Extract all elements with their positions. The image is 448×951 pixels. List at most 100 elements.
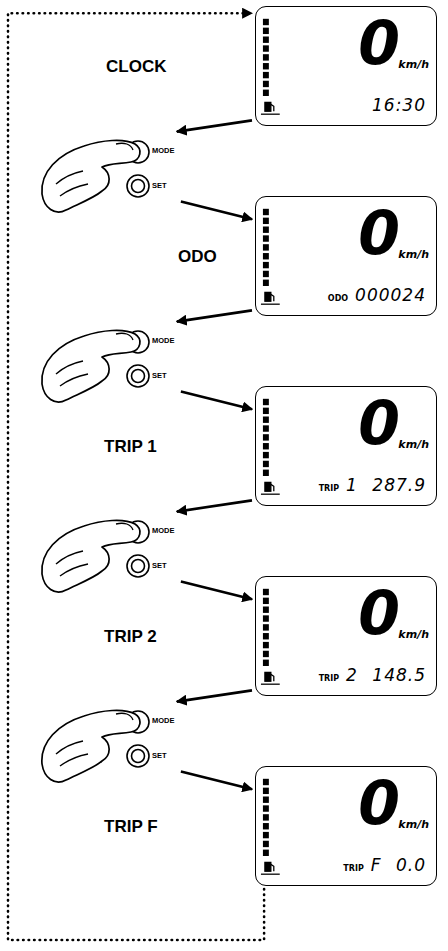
hand-outline [42,520,140,592]
mode-label: TRIP 1 [104,438,157,455]
flow-arrow [181,582,252,600]
set-button-inner [132,560,145,573]
mode-label: TRIP F [104,818,158,835]
bar-segment [263,443,269,449]
bar-segment [263,218,269,224]
bar-segment [263,19,269,25]
fuel-base [261,114,280,115]
flow-arrow [181,772,252,790]
bar-segment [263,63,269,69]
readout-value: 2 148.5 [346,667,426,684]
bar-segment [263,788,269,794]
bar-segment [263,262,269,268]
button-hand: MODE SET [38,512,178,598]
set-button [127,555,149,577]
speed-digit: 0 [358,13,400,73]
readout-row: ODO000024 [328,287,426,304]
bar-segment [263,651,269,657]
button-label: MODE [152,527,175,535]
lcd-display: 0km/hTRIP F 0.0 [255,766,437,886]
finger-line [56,551,83,564]
bar-segment [263,244,269,250]
finger-line [60,374,88,386]
finger-line [60,184,88,196]
bar-segment [263,832,269,838]
readout-row: TRIP 2 148.5 [319,667,426,684]
speed-unit: km/h [398,819,429,830]
button-hand: MODESET [38,322,178,408]
button-label: SET [152,182,167,190]
fuel-icon [261,102,280,114]
bar-segment [263,615,269,621]
fuel-icon [261,862,280,874]
finger-line [56,741,83,754]
bar-segment [263,461,269,467]
lcd-display: 0km/hTRIP2 148.5 [255,576,437,696]
set-button [127,365,149,387]
bar-segment [263,598,269,604]
button-label: SET [152,372,167,380]
hand-outline [42,330,140,402]
bar-segment [263,589,269,595]
bar-segment [263,417,269,423]
fuel-icon [261,672,280,684]
dotted-return-arrow [8,13,264,940]
button-label: MODE [152,717,175,725]
readout-value: 16:30 [372,97,426,114]
speed-unit: km/h [398,439,429,450]
fuel-base [261,304,280,305]
bar-segment [263,209,269,215]
bar-segment [263,72,269,78]
lcd-display: 0km/h16:30 [255,6,437,126]
bar-segment [263,425,269,431]
bar-segment [263,814,269,820]
bar-segment [263,81,269,87]
finger-line [56,361,83,374]
readout-row: TRIP F 0.0 [343,857,426,874]
flow-arrow [181,202,252,220]
bar-segment [263,841,269,847]
fuel-hose [271,674,274,681]
mode-label: CLOCK [106,58,166,75]
bar-segment [263,624,269,630]
fuel-hose [271,484,274,491]
fuel-hose [271,294,274,301]
readout-mode: TRIP [343,865,363,873]
readout-value: 000024 [355,287,426,304]
hand-outline [42,710,140,782]
speed-unit: km/h [398,629,429,640]
mode-label: ODO [178,248,217,265]
button-label: MODE [152,147,175,155]
finger-line [60,754,88,766]
bar-segment [263,235,269,241]
bar-segment [263,797,269,803]
bar-segment [263,633,269,639]
flow-arrow [177,500,252,511]
bar-segment [263,408,269,414]
thumb-nail [116,333,133,340]
hand-illustration [38,512,178,598]
bar-segment [263,434,269,440]
button-label: SET [152,562,167,570]
speed-digit: 0 [358,773,400,833]
bar-segment [263,28,269,34]
thumb-nail [116,523,133,530]
readout-mode: TRIP [319,675,339,683]
lcd-display: 0km/hTRIP1 287.9 [255,386,437,506]
fuel-pump [265,672,271,681]
bar-segment [263,399,269,405]
flow-arrow [177,310,252,321]
bar-segment [263,850,269,856]
button-hand: MODESET [38,702,178,788]
bar-segment [263,271,269,277]
bar-segment [263,805,269,811]
bar-segment [263,642,269,648]
bar-segment [263,823,269,829]
fuel-hose [271,104,274,111]
readout-value: F 0.0 [371,857,426,874]
thumb-nail [116,713,133,720]
bar-segment [263,227,269,233]
bar-segment [263,470,269,476]
fuel-pump [265,862,271,871]
bar-segment [263,54,269,60]
